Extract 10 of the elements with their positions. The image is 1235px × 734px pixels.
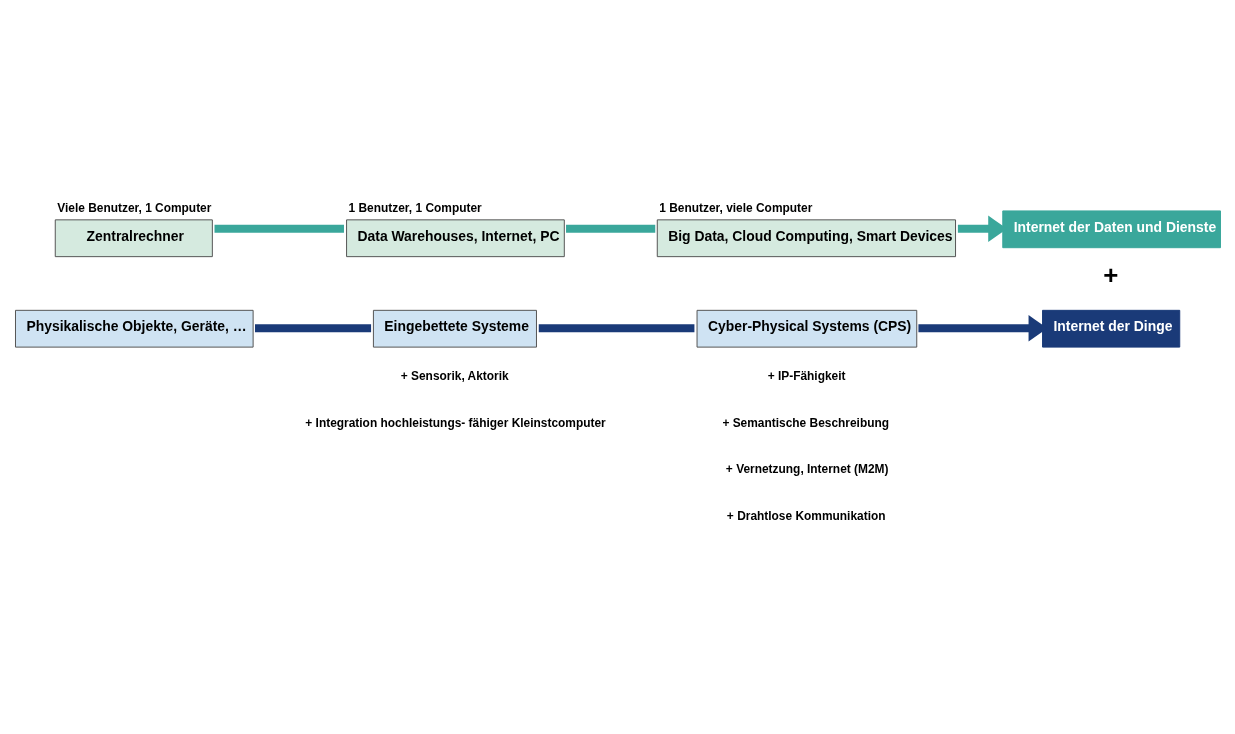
label: + IP-Fähigkeit	[767, 368, 846, 383]
label: + Sensorik, Aktorik	[400, 368, 509, 383]
label: + Drahtlose Kommunikation	[726, 508, 886, 523]
label: +	[1103, 260, 1119, 289]
node-label: Viele Benutzer, 1 Computer	[57, 200, 212, 214]
label: + Semantische Beschreibung	[722, 415, 890, 430]
label: + Vernetzung, Internet (M2M)	[725, 461, 889, 476]
node-label: 1 Benutzer, viele Computer	[659, 200, 813, 214]
label: + Integration hochleistungs- fähiger Kleinstcomputer	[305, 415, 606, 430]
node-label: 1 Benutzer, 1 Computer	[348, 200, 482, 214]
